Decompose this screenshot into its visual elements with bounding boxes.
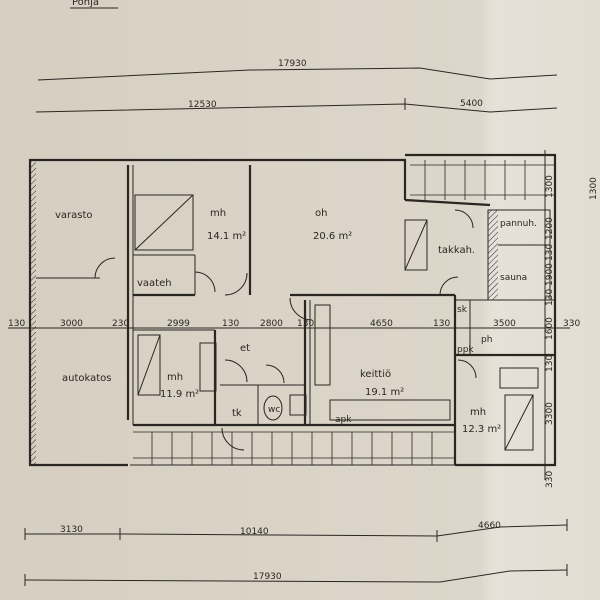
dim-mid: 130 — [222, 319, 239, 329]
terrace-grid — [133, 160, 555, 465]
room-oh-area: 20.6 m² — [313, 231, 352, 242]
dim-line-bottom-total — [24, 569, 568, 583]
dim-mid: 130 — [297, 319, 314, 329]
room-mh-1: mh — [210, 208, 226, 219]
plan-title: Pohja — [72, 0, 99, 8]
dim-vert: 3300 — [545, 402, 555, 425]
walls — [28, 153, 557, 467]
dim-bottom-middle: 10140 — [240, 527, 269, 537]
room-mh-3-area: 12.3 m² — [462, 424, 501, 435]
room-autokatos: autokatos — [62, 373, 112, 384]
dim-mid: 2999 — [167, 319, 190, 329]
dim-mid: 3500 — [493, 319, 516, 329]
dim-line-top-total — [37, 67, 558, 81]
dim-top-right: 5400 — [460, 99, 483, 109]
dim-vert: 1200 — [545, 217, 555, 240]
dim-vert: 1300 — [545, 175, 555, 198]
room-mh-2-area: 11.9 m² — [160, 389, 199, 400]
dim-vert: 130 — [545, 355, 555, 372]
dim-mid: 330 — [563, 319, 580, 329]
dim-vert: 130 — [545, 289, 555, 306]
dim-mid: 130 — [8, 319, 25, 329]
room-varasto: varasto — [55, 210, 93, 221]
dim-mid: 3000 — [60, 319, 83, 329]
room-ppk: ppk — [457, 345, 474, 355]
dim-vert: 1600 — [545, 317, 555, 340]
room-mh-2: mh — [167, 372, 183, 383]
dim-line-top-split — [35, 103, 558, 113]
room-et: et — [240, 343, 250, 354]
vertical-dimensions: 1300 1200 130 1900 130 1600 130 3300 330… — [544, 150, 599, 488]
dim-top-left: 12530 — [188, 100, 217, 110]
room-wc: wc — [268, 405, 280, 415]
room-keittio: keittiö — [360, 369, 391, 380]
room-keittio-area: 19.1 m² — [365, 387, 404, 398]
dim-edge-right: 1300 — [589, 177, 599, 200]
room-apk: apk — [335, 415, 352, 425]
dim-mid: 230 — [112, 319, 129, 329]
dim-bottom-left: 3130 — [60, 525, 83, 535]
dim-vert: 330 — [545, 471, 555, 488]
room-oh: oh — [315, 208, 327, 219]
dim-mid: 2800 — [260, 319, 283, 329]
sink-icon — [289, 394, 307, 416]
room-mh-3: mh — [470, 407, 486, 418]
dim-mid: 130 — [433, 319, 450, 329]
middle-dimensions: 130 3000 230 2999 130 2800 130 4650 130 … — [8, 319, 580, 329]
dim-top-total: 17930 — [278, 59, 307, 69]
room-takkah: takkah. — [438, 245, 475, 256]
doors — [94, 209, 477, 451]
toilet-icon — [263, 395, 283, 421]
top-dimensions: 17930 12530 5400 — [35, 59, 558, 113]
room-mh-1-area: 14.1 m² — [207, 231, 246, 242]
room-ph: ph — [481, 335, 492, 345]
room-vaateh: vaateh — [137, 278, 172, 289]
room-pannuh: pannuh. — [500, 219, 537, 229]
room-sauna: sauna — [500, 273, 527, 283]
fixtures — [134, 194, 539, 451]
dim-vert: 1900 — [545, 263, 555, 286]
room-sk: sk — [457, 305, 468, 315]
room-labels: varasto autokatos mh 14.1 m² oh 20.6 m² … — [55, 208, 537, 435]
dim-vert: 130 — [545, 244, 555, 261]
room-tk: tk — [232, 408, 242, 419]
dim-bottom-total: 17930 — [253, 572, 282, 582]
dim-bottom-right: 4660 — [478, 521, 501, 531]
bottom-dimensions: 3130 10140 4660 17930 — [24, 519, 568, 586]
dim-mid: 4650 — [370, 319, 393, 329]
